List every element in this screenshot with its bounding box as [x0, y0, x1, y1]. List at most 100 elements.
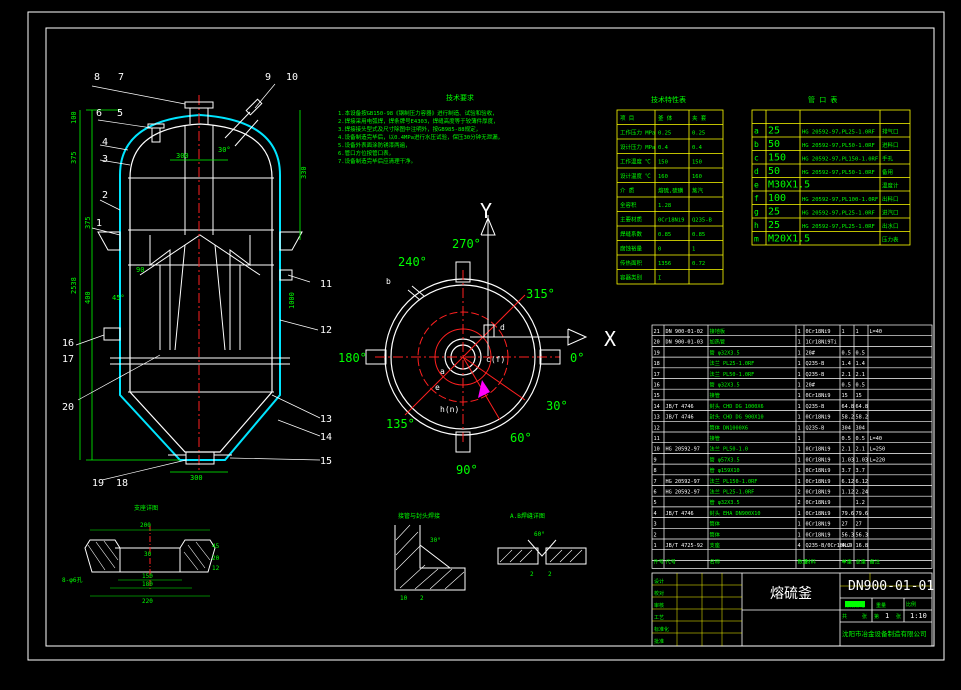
parts-list-cell: 0Cr18Ni9 [806, 393, 831, 399]
callout-18: 18 [116, 478, 128, 489]
parts-list-cell: 封头 EHA DN900X10 [710, 509, 761, 517]
parts-list-cell: 1 [798, 479, 801, 485]
nozzle-letter: a [440, 367, 445, 376]
parts-list-cell: 15 [856, 393, 862, 399]
design-table-cell: 介 质 [620, 187, 635, 195]
angle-label: 90° [456, 463, 478, 477]
parts-list-cell: 1 [798, 404, 801, 410]
title-label: 工艺 [654, 615, 664, 621]
parts-list-cell: HG 20592-97 [666, 447, 700, 453]
title-label: 设计 [654, 578, 664, 585]
parts-list-cell: 20 [654, 340, 660, 346]
ab-dim: 2 [530, 571, 534, 578]
design-table-header: 釜 体 [658, 114, 673, 122]
callout-3: 3 [102, 154, 108, 165]
design-table-cell: 0Cr18Ni9 [658, 218, 685, 224]
parts-list-cell: 支座 [710, 541, 720, 549]
design-table-cell: 0.25 [658, 131, 671, 137]
parts-list-cell: 0.5 [842, 350, 851, 356]
support-dim: 8-φ6孔 [62, 576, 82, 584]
support-dim: 180 [142, 581, 153, 588]
parts-list-cell: 1.2 [856, 500, 865, 506]
parts-list-cell: 56.3 [842, 532, 855, 538]
parts-list-cell: 1.12 [842, 490, 855, 496]
nozzle-table-cell: 出水口 [882, 222, 899, 230]
parts-list-cell: 法兰 PL25-1.0RF [710, 359, 755, 367]
nozzle-table-title: 管 口 表 [808, 95, 837, 104]
nozzle-table-cell: 压力表 [882, 236, 899, 244]
parts-list-cell: 17 [654, 372, 660, 378]
title-label: 批准 [654, 638, 664, 645]
parts-list-cell: 6.12 [856, 479, 869, 485]
dim-top-width: 300 [176, 152, 189, 160]
parts-list-header: 单重 [842, 558, 852, 566]
drawing-frame [27, 11, 945, 661]
parts-list-cell: 0Cr18Ni9 [806, 490, 831, 496]
parts-list-cell: 1 [798, 468, 801, 474]
nozzle-table-cell: m [754, 235, 759, 244]
ab-dim: 2 [548, 571, 552, 578]
parts-list-cell: Q235-B [806, 425, 825, 431]
design-table-cell: 主要材质 [620, 216, 643, 224]
parts-list-cell: 10 [654, 447, 660, 453]
design-table-cell: 1356 [658, 261, 671, 267]
parts-list-cell: 9 [654, 457, 657, 463]
support-dim: 45 [212, 543, 220, 550]
parts-list-cell: 接管 [710, 391, 720, 399]
parts-list-cell: JB/T 4725-92 [666, 543, 703, 549]
nozzle-table-cell: 备用 [882, 168, 893, 176]
design-table-cell: 设计压力 MPa [620, 143, 655, 151]
parts-list-cell: 1 [798, 340, 801, 346]
ab-dim: 60° [534, 531, 545, 538]
weld-dim: 10 [400, 595, 408, 602]
weld-dim: 2 [420, 595, 424, 602]
parts-list-cell: 2.24 [856, 490, 869, 496]
parts-list-cell: 1.4 [842, 361, 851, 367]
callout-1: 1 [96, 218, 102, 229]
parts-list-cell: 0Cr18Ni9 [806, 511, 831, 517]
weld-detail: 接管与封头焊接 30° 10 2 [394, 512, 466, 602]
parts-list-cell: 7 [654, 479, 657, 485]
angle-label: 30° [546, 399, 568, 413]
tech-note-line: 3.焊接接头型式及尺寸除图中注明外，按GB985-88规定， [338, 125, 481, 133]
parts-list-cell: 64.8 [856, 404, 869, 410]
parts-list-cell: 56.3 [856, 532, 869, 538]
angle-label: 60° [510, 431, 532, 445]
design-table-cell: 全容积 [620, 201, 637, 209]
parts-list-cell: 加热管 [710, 338, 726, 346]
parts-list-cell: 3.7 [856, 468, 865, 474]
title-label: 张 [862, 613, 867, 620]
parts-list-header: 名称 [710, 558, 720, 566]
parts-list-cell: 1.03 [842, 457, 855, 463]
nozzle-table-cell: 排气口 [882, 128, 899, 136]
parts-list-cell: 58.2 [856, 415, 869, 421]
design-table-cell: 0.25 [692, 131, 705, 137]
parts-list-cell: 0Cr18Ni9 [806, 447, 831, 453]
nozzle-table-cell: HG 20592-97,PL50-1.0RF [802, 170, 875, 176]
drawing-scale: 1:10 [910, 612, 927, 620]
parts-list-cell: 0Cr18Ni9 [806, 522, 831, 528]
parts-list-cell: 1 [798, 383, 801, 389]
nozzle-letter: e [435, 383, 440, 392]
design-table-header: 项 目 [620, 115, 634, 122]
nozzle-table-cell: HG 20592-97,PL150-1.0RF [802, 157, 878, 163]
parts-list-cell: 0Cr18Ni9 [806, 415, 831, 421]
parts-list-cell: 304 [842, 425, 851, 431]
angle-label: 270° [452, 237, 481, 251]
parts-list-cell: 筒体 [710, 520, 721, 528]
parts-list-cell: 封头 CHD DG 1000X6 [710, 402, 764, 410]
parts-list-cell: JB/T 4746 [666, 415, 694, 421]
axis-y-label: Y [480, 199, 492, 223]
parts-list-cell: L=220 [870, 457, 886, 463]
sheet-number: 1 [885, 612, 889, 620]
parts-list-cell: 1.4 [856, 361, 865, 367]
nozzle-table-cell: 出料口 [882, 195, 899, 203]
parts-list-cell: 5 [654, 500, 657, 506]
parts-list-cell: 20# [806, 350, 816, 356]
parts-list-cell: 18 [654, 361, 660, 367]
design-table-cell: 传热面积 [620, 259, 643, 267]
callout-11: 11 [320, 279, 332, 290]
title-label: 重量 [876, 602, 886, 609]
jacket-outline [119, 113, 281, 461]
